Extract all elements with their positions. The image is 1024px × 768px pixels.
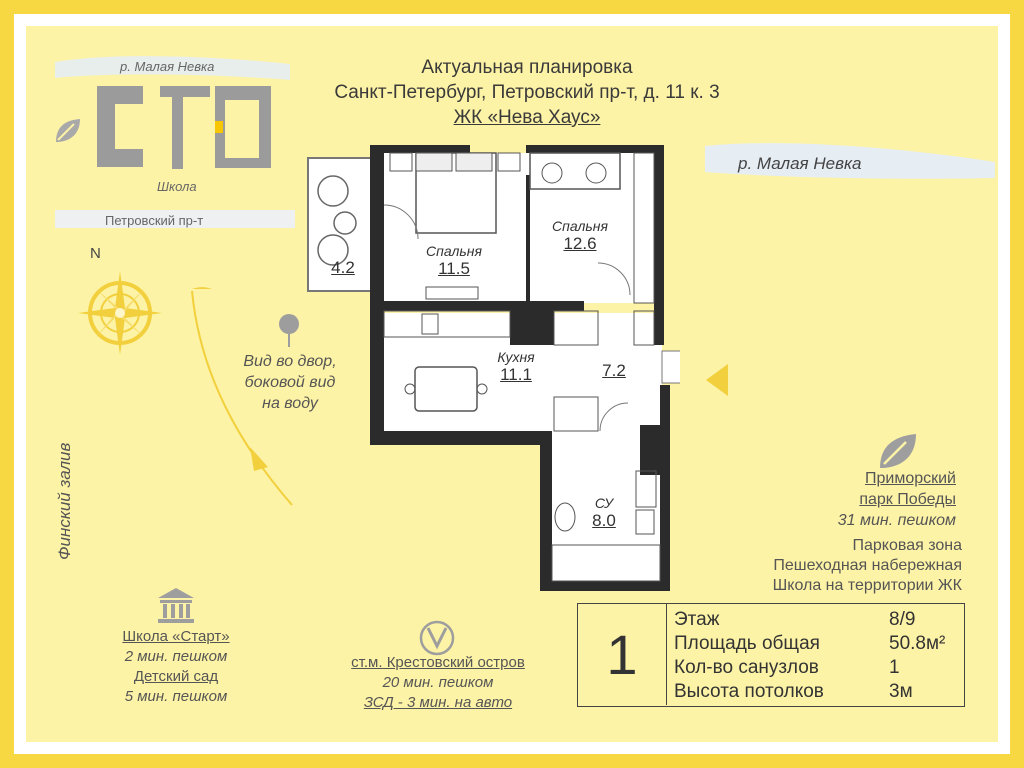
map-river-label: р. Малая Невка [120, 59, 215, 74]
row-baths: Кол-во санузлов 1 [674, 657, 900, 679]
park-feature-3: Школа на территории ЖК [772, 577, 962, 594]
bedroom1-label: Спальня 11.5 [404, 243, 504, 279]
row-height: Высота потолков 3м [674, 681, 913, 703]
row-floor-label: Этаж [674, 609, 720, 630]
north-label: N [90, 245, 101, 262]
school-block: Школа «Старт» 2 мин. пешком Детский сад … [96, 627, 256, 707]
river-right-label: р. Малая Невка [738, 154, 862, 173]
location-map [55, 56, 295, 228]
row-area-label: Площадь общая [674, 633, 820, 654]
bedroom2-label: Спальня 12.6 [530, 218, 630, 254]
map-pin-icon [279, 314, 299, 347]
row-height-label: Высота потолков [674, 681, 824, 702]
bedroom1-name: Спальня [426, 243, 482, 259]
row-baths-label: Кол-во санузлов [674, 657, 819, 678]
river-right-shape [705, 143, 995, 179]
view-line3: на воду [262, 395, 318, 412]
row-area-value: 50.8м² [889, 633, 946, 654]
park-leaf-icon [880, 434, 916, 468]
park-block: Приморский парк Победы 31 мин. пешком [720, 468, 956, 531]
balcony-area: 4.2 [331, 258, 355, 277]
metro-logo-icon [419, 620, 455, 656]
bedroom1-area: 11.5 [438, 259, 470, 278]
kinder-name: Детский сад [133, 668, 219, 685]
bedroom2-name: Спальня [552, 218, 608, 234]
row-area: Площадь общая 50.8м² [674, 633, 945, 655]
view-description: Вид во двор, боковой вид на воду [230, 351, 350, 414]
metro-walk: 20 мин. пешком [382, 674, 494, 691]
hall-area: 7.2 [602, 361, 626, 380]
view-line1: Вид во двор, [243, 353, 337, 370]
bath-area: 8.0 [592, 511, 616, 530]
balcony-label: 4.2 [323, 258, 363, 278]
row-floor: Этаж 8/9 [674, 609, 915, 631]
entrance-arrow-icon [706, 364, 728, 396]
map-school-label: Школа [157, 179, 197, 194]
complex-name: ЖК «Нева Хаус» [453, 107, 601, 128]
school-time: 2 мин. пешком [124, 648, 228, 665]
kitchen-label: Кухня 11.1 [476, 349, 556, 385]
park-feature-1: Парковая зона [852, 537, 963, 554]
kitchen-area: 11.1 [500, 365, 532, 384]
school-name: Школа «Старт» [122, 628, 230, 645]
metro-block: ст.м. Крестовский остров 20 мин. пешком … [310, 653, 566, 713]
map-avenue-label: Петровский пр-т [105, 213, 204, 228]
hall-label: 7.2 [592, 361, 636, 381]
address: Санкт-Петербург, Петровский пр-т, д. 11 … [334, 82, 720, 103]
row-height-value: 3м [889, 681, 913, 702]
bath-label: СУ 8.0 [574, 495, 634, 531]
park-features: Парковая зона Пешеходная набережная Школ… [700, 536, 962, 596]
floor-plan [307, 145, 680, 591]
row-floor-value: 8/9 [889, 609, 916, 630]
title: Актуальная планировка [421, 57, 633, 78]
park-name-1: Приморский [864, 470, 956, 487]
kitchen-name: Кухня [497, 349, 535, 365]
rooms-count: 1 [578, 604, 667, 705]
park-time: 31 мин. пешком [837, 512, 956, 529]
row-baths-value: 1 [889, 657, 900, 678]
park-feature-2: Пешеходная набережная [773, 557, 962, 574]
sun-path [191, 287, 293, 506]
kinder-time: 5 мин. пешком [124, 688, 228, 705]
bedroom2-area: 12.6 [563, 234, 597, 253]
school-building-icon [158, 588, 194, 623]
leaf-icon [56, 119, 80, 142]
bath-name: СУ [594, 495, 614, 511]
metro-station: ст.м. Крестовский остров [351, 654, 525, 671]
view-line2: боковой вид [244, 374, 336, 391]
compass-rose-icon [78, 271, 162, 355]
gulf-label: Финский залив [55, 442, 74, 560]
park-name-2: парк Победы [859, 491, 956, 508]
metro-car: ЗСД - 3 мин. на авто [363, 694, 513, 711]
summary-table: 1 Этаж 8/9 Площадь общая 50.8м² Кол-во с… [577, 603, 965, 707]
